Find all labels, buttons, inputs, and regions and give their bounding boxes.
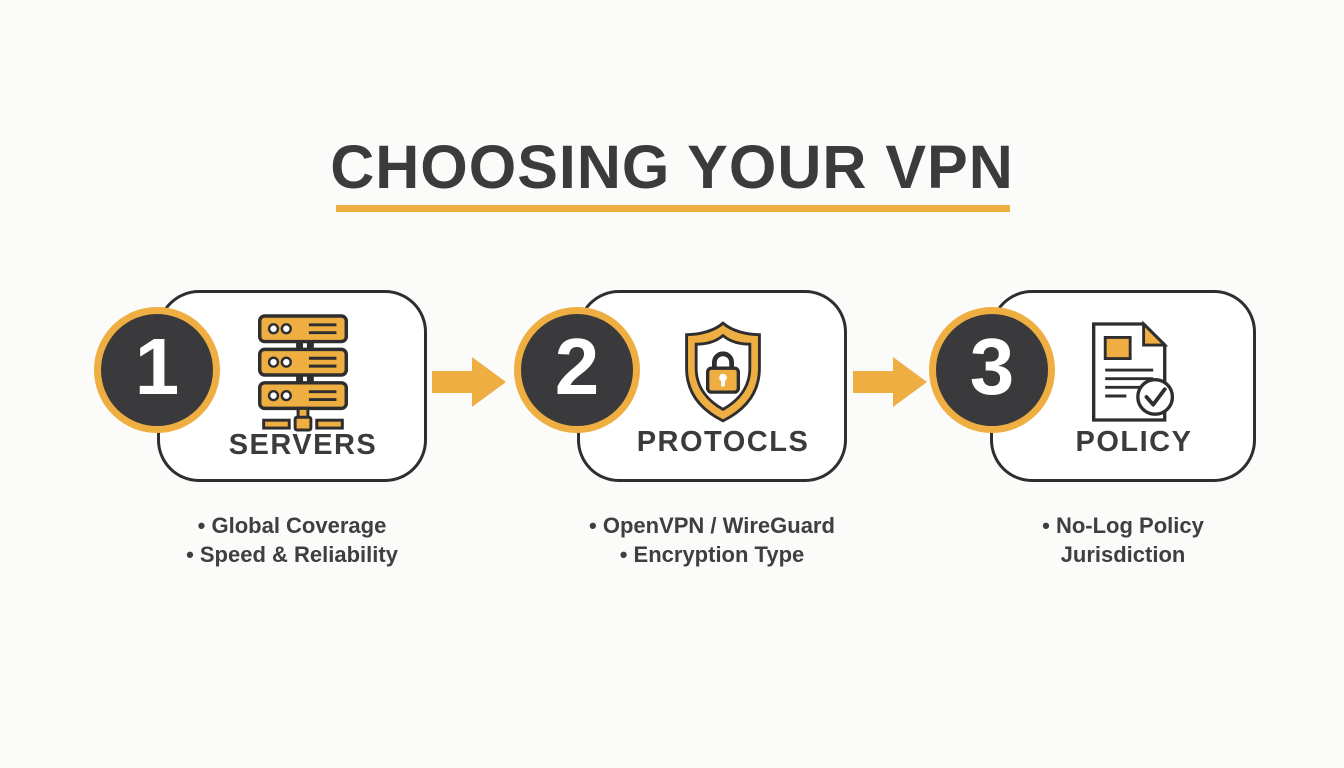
step-number-badge-3: 3 — [929, 307, 1055, 433]
shield-lock-icon — [677, 317, 769, 426]
step-bullets-policy: • No-Log Policy Jurisdiction — [953, 511, 1293, 569]
bullet-item: • OpenVPN / WireGuard — [589, 513, 835, 538]
step-number: 2 — [554, 322, 600, 411]
bullet-item: • Encryption Type — [619, 542, 805, 567]
bullet-item: • Global Coverage — [197, 513, 387, 538]
document-check-icon — [1086, 317, 1182, 426]
step-number-badge-2: 2 — [514, 307, 640, 433]
arrow-right-icon — [853, 357, 927, 407]
page-title: CHOOSING YOUR VPN — [330, 133, 1014, 201]
step-number: 3 — [969, 322, 1015, 411]
step-number-badge-1: 1 — [94, 307, 220, 433]
step-label-policy: POLICY — [1075, 426, 1193, 458]
server-stack-icon — [256, 314, 350, 432]
arrow-right-icon — [432, 357, 506, 407]
step-card-protocols: PROTOCLS — [577, 290, 847, 482]
step-bullets-protocols: • OpenVPN / WireGuard • Encryption Type — [542, 511, 882, 569]
bullet-item: • No-Log Policy — [1042, 513, 1204, 538]
bullet-item: • Speed & Reliability — [186, 542, 398, 567]
step-number: 1 — [134, 322, 180, 411]
step-bullets-servers: • Global Coverage • Speed & Reliability — [122, 511, 462, 569]
step-card-servers: SERVERS — [157, 290, 427, 482]
step-label-servers: SERVERS — [228, 429, 378, 461]
step-label-protocols: PROTOCLS — [636, 426, 810, 458]
title-underline — [336, 205, 1010, 212]
bullet-item: Jurisdiction — [1060, 542, 1186, 567]
